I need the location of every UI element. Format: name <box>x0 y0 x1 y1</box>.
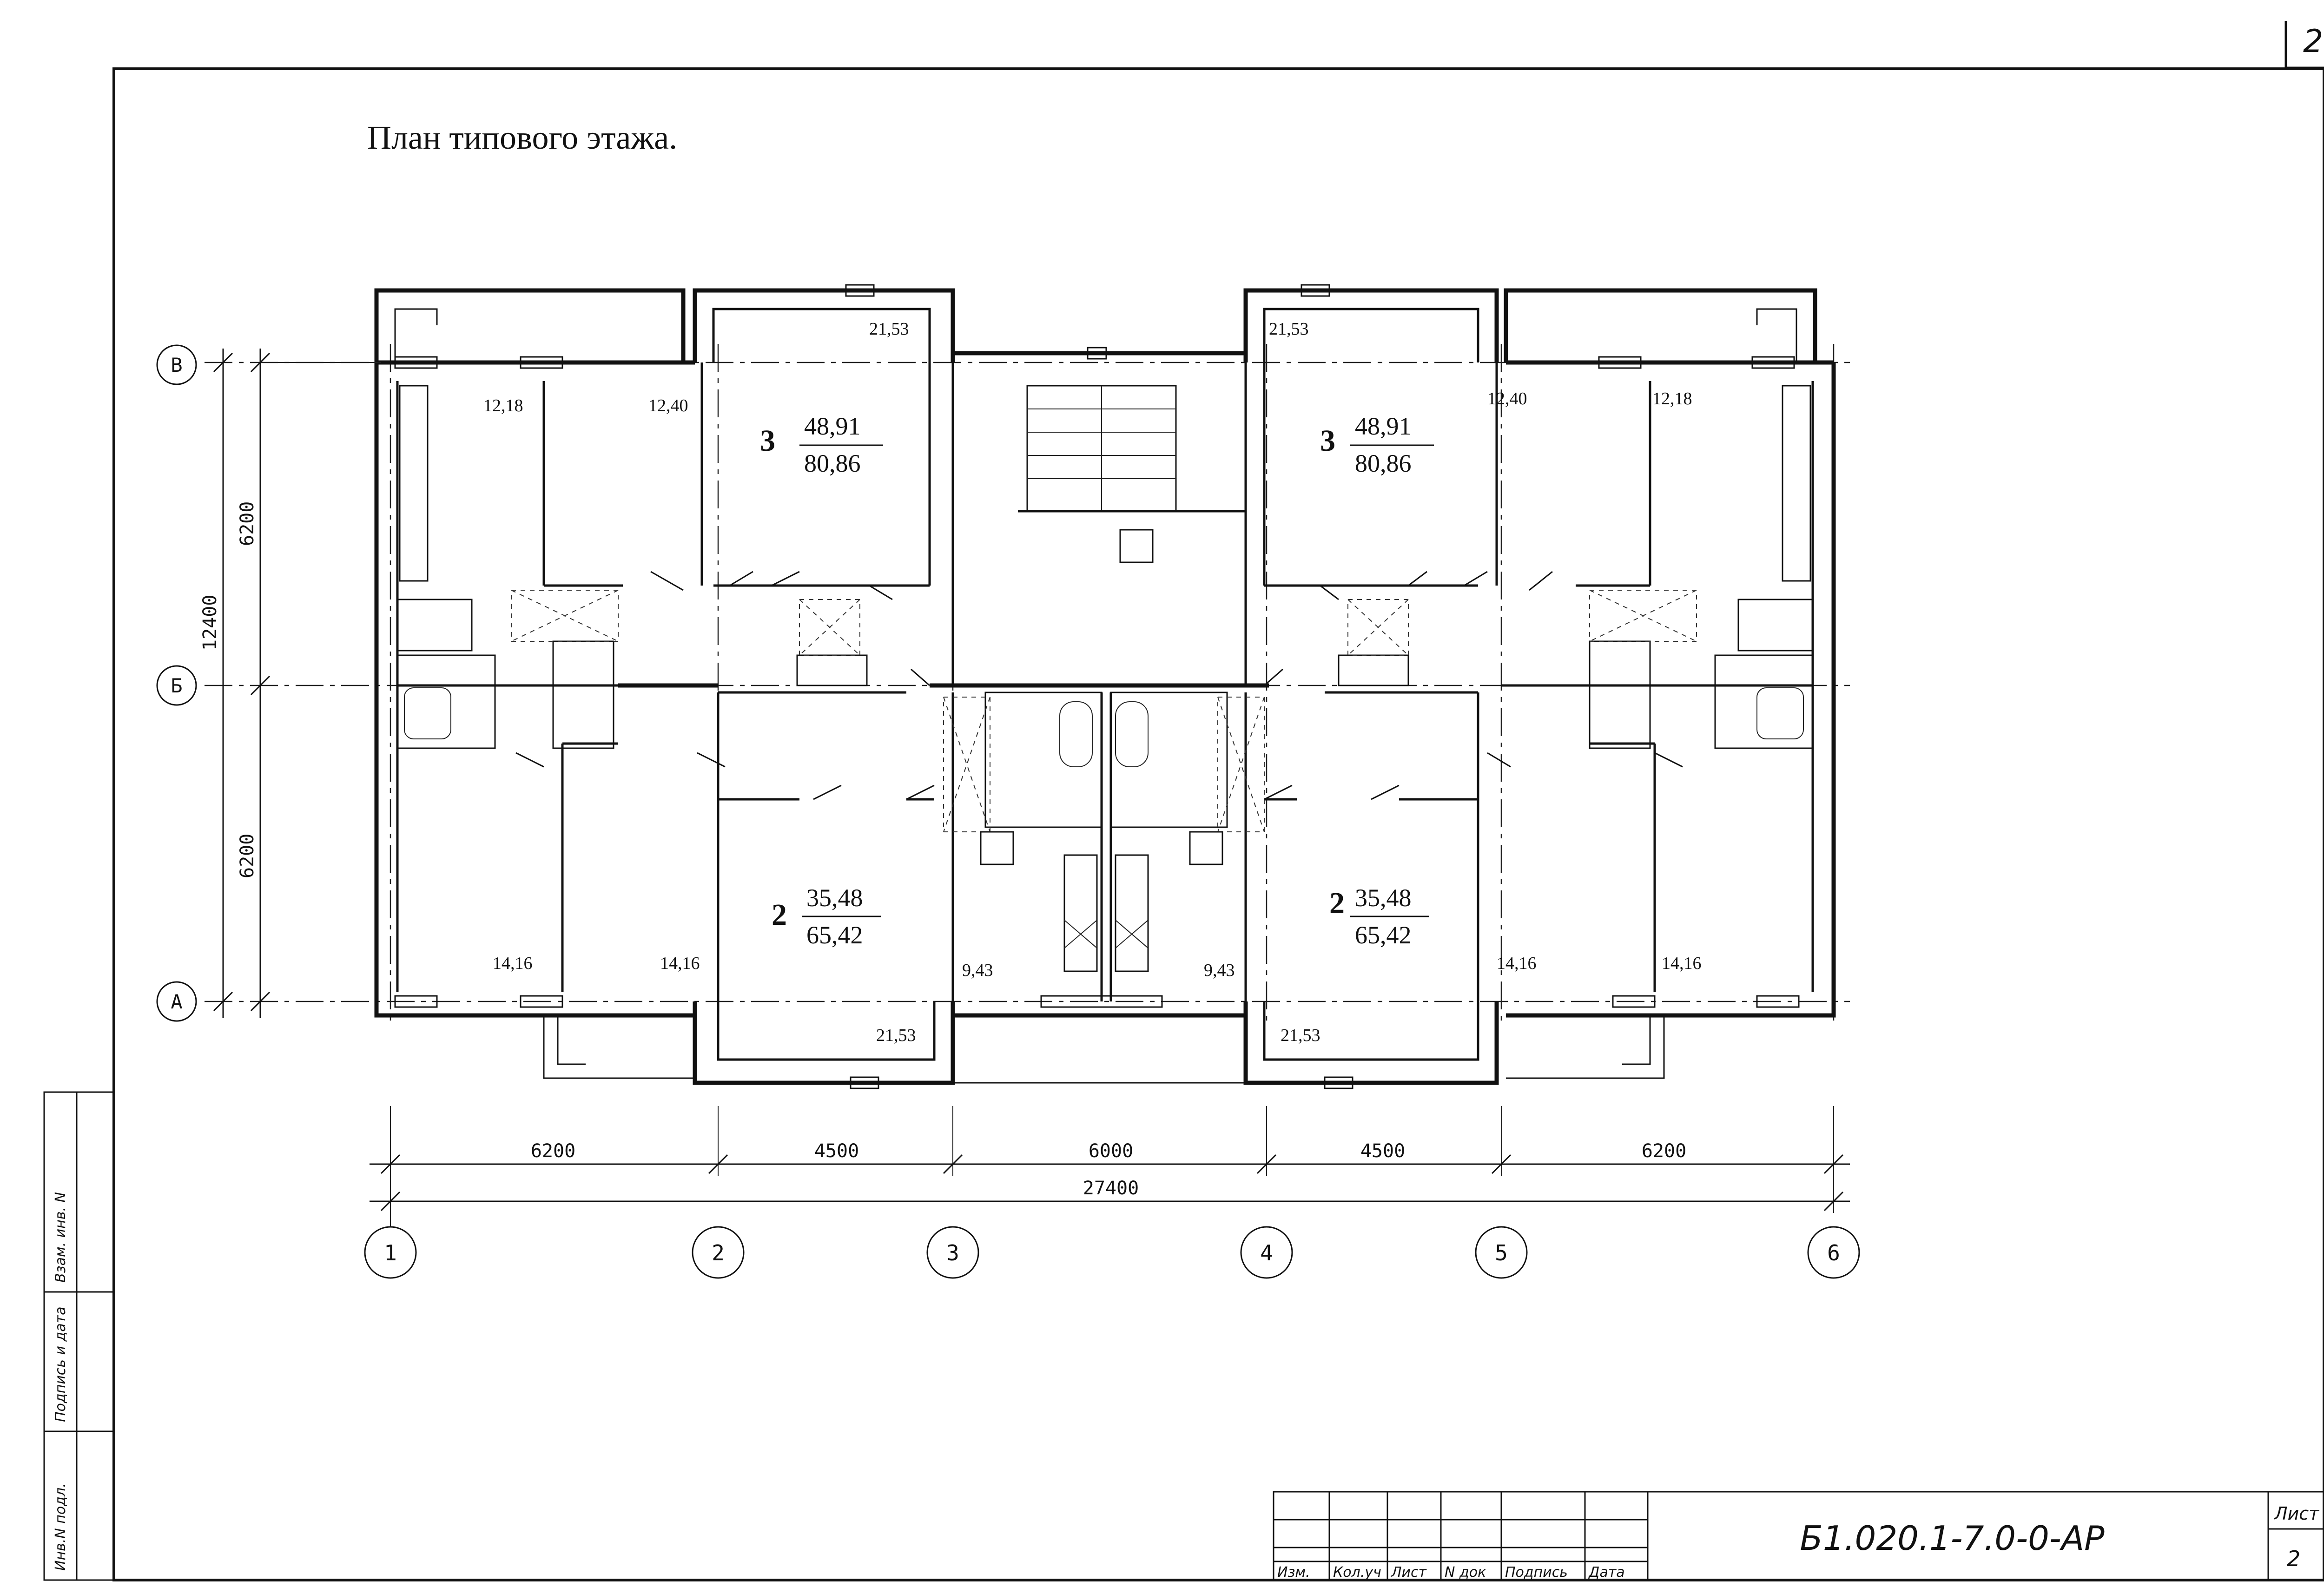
axis-marker-6: 6 <box>1807 1226 1860 1279</box>
svg-text:2: 2 <box>1329 886 1345 920</box>
dim-bottom-span-1: 6200 <box>531 1140 575 1162</box>
elevator-symbol <box>1119 529 1154 563</box>
apartment-label-bottom-left: 2 35,48 65,42 <box>772 884 881 949</box>
dim-bottom-span-3: 6000 <box>1089 1140 1133 1162</box>
svg-text:80,86: 80,86 <box>804 449 861 477</box>
doors <box>515 571 1683 800</box>
svg-text:3: 3 <box>760 424 775 458</box>
svg-text:1: 1 <box>384 1240 397 1265</box>
bottom-dimensions: 6200 4500 6000 4500 6200 27400 <box>370 1106 1850 1213</box>
svg-text:48,91: 48,91 <box>1355 412 1412 440</box>
dim-bottom-total: 27400 <box>1083 1178 1139 1199</box>
svg-text:2: 2 <box>772 898 787 932</box>
tb-col-ndok: N док <box>1445 1564 1486 1581</box>
area-bottom-center-right: 9,43 <box>1204 961 1235 980</box>
svg-text:4: 4 <box>1260 1240 1273 1265</box>
axis-marker-4: 4 <box>1240 1226 1293 1279</box>
area-top-left-kitchen: 12,18 <box>483 396 523 415</box>
area-bottom-left-big: 21,53 <box>876 1026 916 1045</box>
room-area-labels: 21,53 21,53 12,18 12,40 12,40 12,18 14,1… <box>483 319 1702 1045</box>
svg-text:65,42: 65,42 <box>806 921 863 949</box>
axis-marker-5: 5 <box>1475 1226 1528 1279</box>
svg-text:35,48: 35,48 <box>1355 884 1412 912</box>
dim-bottom-span-2: 4500 <box>814 1140 859 1162</box>
drawing-title: План типового этажа. <box>367 119 677 156</box>
page-number-mark: 26 <box>2284 21 2324 68</box>
sheet-frame <box>112 67 2324 1581</box>
tb-col-izm: Изм. <box>1277 1564 1310 1581</box>
area-bottom-right-big: 21,53 <box>1281 1026 1320 1045</box>
dim-left-span-2: 6200 <box>237 834 258 878</box>
dim-bottom-span-5: 6200 <box>1642 1140 1686 1162</box>
side-stamp: Инв.N подл. Подпись и дата Взам. инв. N <box>43 1091 115 1581</box>
area-top-right-room: 12,40 <box>1487 389 1527 408</box>
axis-marker-a: А <box>156 981 197 1022</box>
axis-marker-v: В <box>156 344 197 385</box>
svg-text:6: 6 <box>1827 1240 1840 1265</box>
area-bottom-left-2: 14,16 <box>660 954 700 973</box>
svg-text:5: 5 <box>1495 1240 1508 1265</box>
axis-marker-1: 1 <box>364 1226 417 1279</box>
axis-markers-horizontal: В Б А <box>156 344 197 1022</box>
side-stamp-inv: Инв.N подл. <box>53 1483 69 1571</box>
area-top-left-room: 12,40 <box>648 396 688 415</box>
svg-text:А: А <box>171 990 182 1013</box>
windows <box>394 284 1800 1089</box>
left-dimensions: 6200 6200 12400 <box>199 349 381 1018</box>
axis-markers-vertical: 1 2 3 4 5 6 <box>364 1213 1860 1279</box>
dim-left-total: 12400 <box>199 595 221 651</box>
svg-text:3: 3 <box>946 1240 959 1265</box>
tb-col-kol: Кол.уч <box>1333 1564 1381 1581</box>
vent-shafts <box>511 590 1697 865</box>
area-top-right-kitchen: 12,18 <box>1652 389 1692 408</box>
interior-walls <box>396 362 1814 1001</box>
svg-text:65,42: 65,42 <box>1355 921 1412 949</box>
outer-walls <box>374 288 1836 1085</box>
area-top-right-big: 21,53 <box>1269 319 1309 339</box>
tb-col-list: Лист <box>1391 1564 1427 1581</box>
apartment-labels: 3 48,91 80,86 3 48,91 80,86 2 35,48 65,4… <box>760 412 1434 949</box>
svg-text:3: 3 <box>1320 424 1335 458</box>
svg-text:Б: Б <box>171 674 182 697</box>
apartment-label-top-left: 3 48,91 80,86 <box>760 412 883 477</box>
dim-left-span-1: 6200 <box>237 501 258 546</box>
svg-text:2: 2 <box>712 1240 725 1265</box>
area-top-left-big: 21,53 <box>869 319 909 339</box>
apartment-label-top-right: 3 48,91 80,86 <box>1320 412 1434 477</box>
title-block: Изм. Кол.уч Лист N док Подпись Дата Б1.0… <box>1273 1491 2324 1581</box>
tb-col-podpis: Подпись <box>1505 1564 1568 1581</box>
area-bottom-right-2: 14,16 <box>1662 954 1702 973</box>
apartment-label-bottom-right: 2 35,48 65,42 <box>1329 884 1429 949</box>
svg-text:48,91: 48,91 <box>804 412 861 440</box>
axis-marker-b: Б <box>156 665 197 706</box>
area-bottom-right-1: 14,16 <box>1497 954 1537 973</box>
tb-sheet-label: Лист <box>2273 1503 2320 1524</box>
side-stamp-sign: Подпись и дата <box>53 1307 69 1423</box>
area-bottom-left-1: 14,16 <box>493 954 533 973</box>
dim-bottom-span-4: 4500 <box>1360 1140 1405 1162</box>
page-number: 26 <box>2303 23 2324 60</box>
tb-sheet-number: 2 <box>2287 1546 2300 1571</box>
side-stamp-replace: Взам. инв. N <box>53 1192 69 1283</box>
svg-text:В: В <box>171 354 182 376</box>
tb-document-code: Б1.020.1-7.0-0-АР <box>1800 1519 2105 1558</box>
svg-text:80,86: 80,86 <box>1355 449 1412 477</box>
axis-marker-2: 2 <box>692 1226 745 1279</box>
building-plan: 21,53 21,53 12,18 12,40 12,40 12,18 14,1… <box>205 284 1850 1089</box>
area-bottom-center-left: 9,43 <box>962 961 993 980</box>
axis-marker-3: 3 <box>926 1226 979 1279</box>
svg-text:35,48: 35,48 <box>806 884 863 912</box>
tb-col-data: Дата <box>1588 1564 1625 1581</box>
